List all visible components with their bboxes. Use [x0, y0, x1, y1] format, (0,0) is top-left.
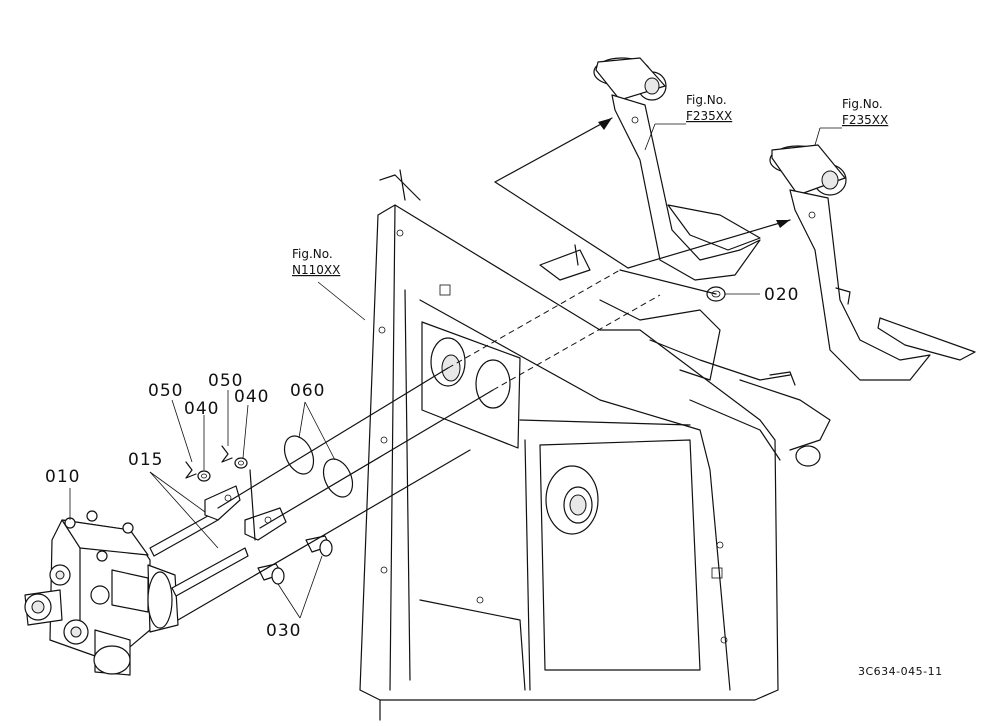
frame-panel — [359, 204, 779, 721]
push-rods-015 — [149, 485, 287, 597]
fig-ref-n110xx: N110XX — [292, 263, 340, 277]
fig-ref-f235xx-2: F235XX — [842, 113, 888, 127]
part-number-040-left: 040 — [184, 399, 219, 419]
brake-pedal-left — [593, 57, 761, 281]
brake-pedal-right — [769, 144, 976, 381]
washers-040 — [197, 457, 248, 482]
part-number-020: 020 — [764, 285, 799, 305]
part-number-050-left: 050 — [148, 381, 183, 401]
part-number-010: 010 — [45, 467, 80, 487]
part-number-015: 015 — [128, 450, 163, 470]
upper-frame — [379, 169, 831, 467]
clevis-pins-030 — [257, 535, 333, 585]
fig-label-3: Fig.No. — [292, 247, 333, 261]
part-number-030: 030 — [266, 621, 301, 641]
part-number-060: 060 — [290, 381, 325, 401]
reference-arrows — [494, 117, 791, 269]
o-rings-060 — [283, 435, 354, 498]
fig-label-2: Fig.No. — [842, 97, 883, 111]
master-cylinder-010 — [24, 510, 179, 676]
part-number-040-right: 040 — [234, 387, 269, 407]
leader-lines — [69, 281, 760, 619]
snap-pins-050 — [185, 445, 233, 479]
drawing-code: 3C634-045-11 — [858, 665, 943, 678]
fig-ref-f235xx-1: F235XX — [686, 109, 732, 123]
assembly-lines — [177, 269, 717, 621]
part-number-050-right: 050 — [208, 371, 243, 391]
fig-label-1: Fig.No. — [686, 93, 727, 107]
